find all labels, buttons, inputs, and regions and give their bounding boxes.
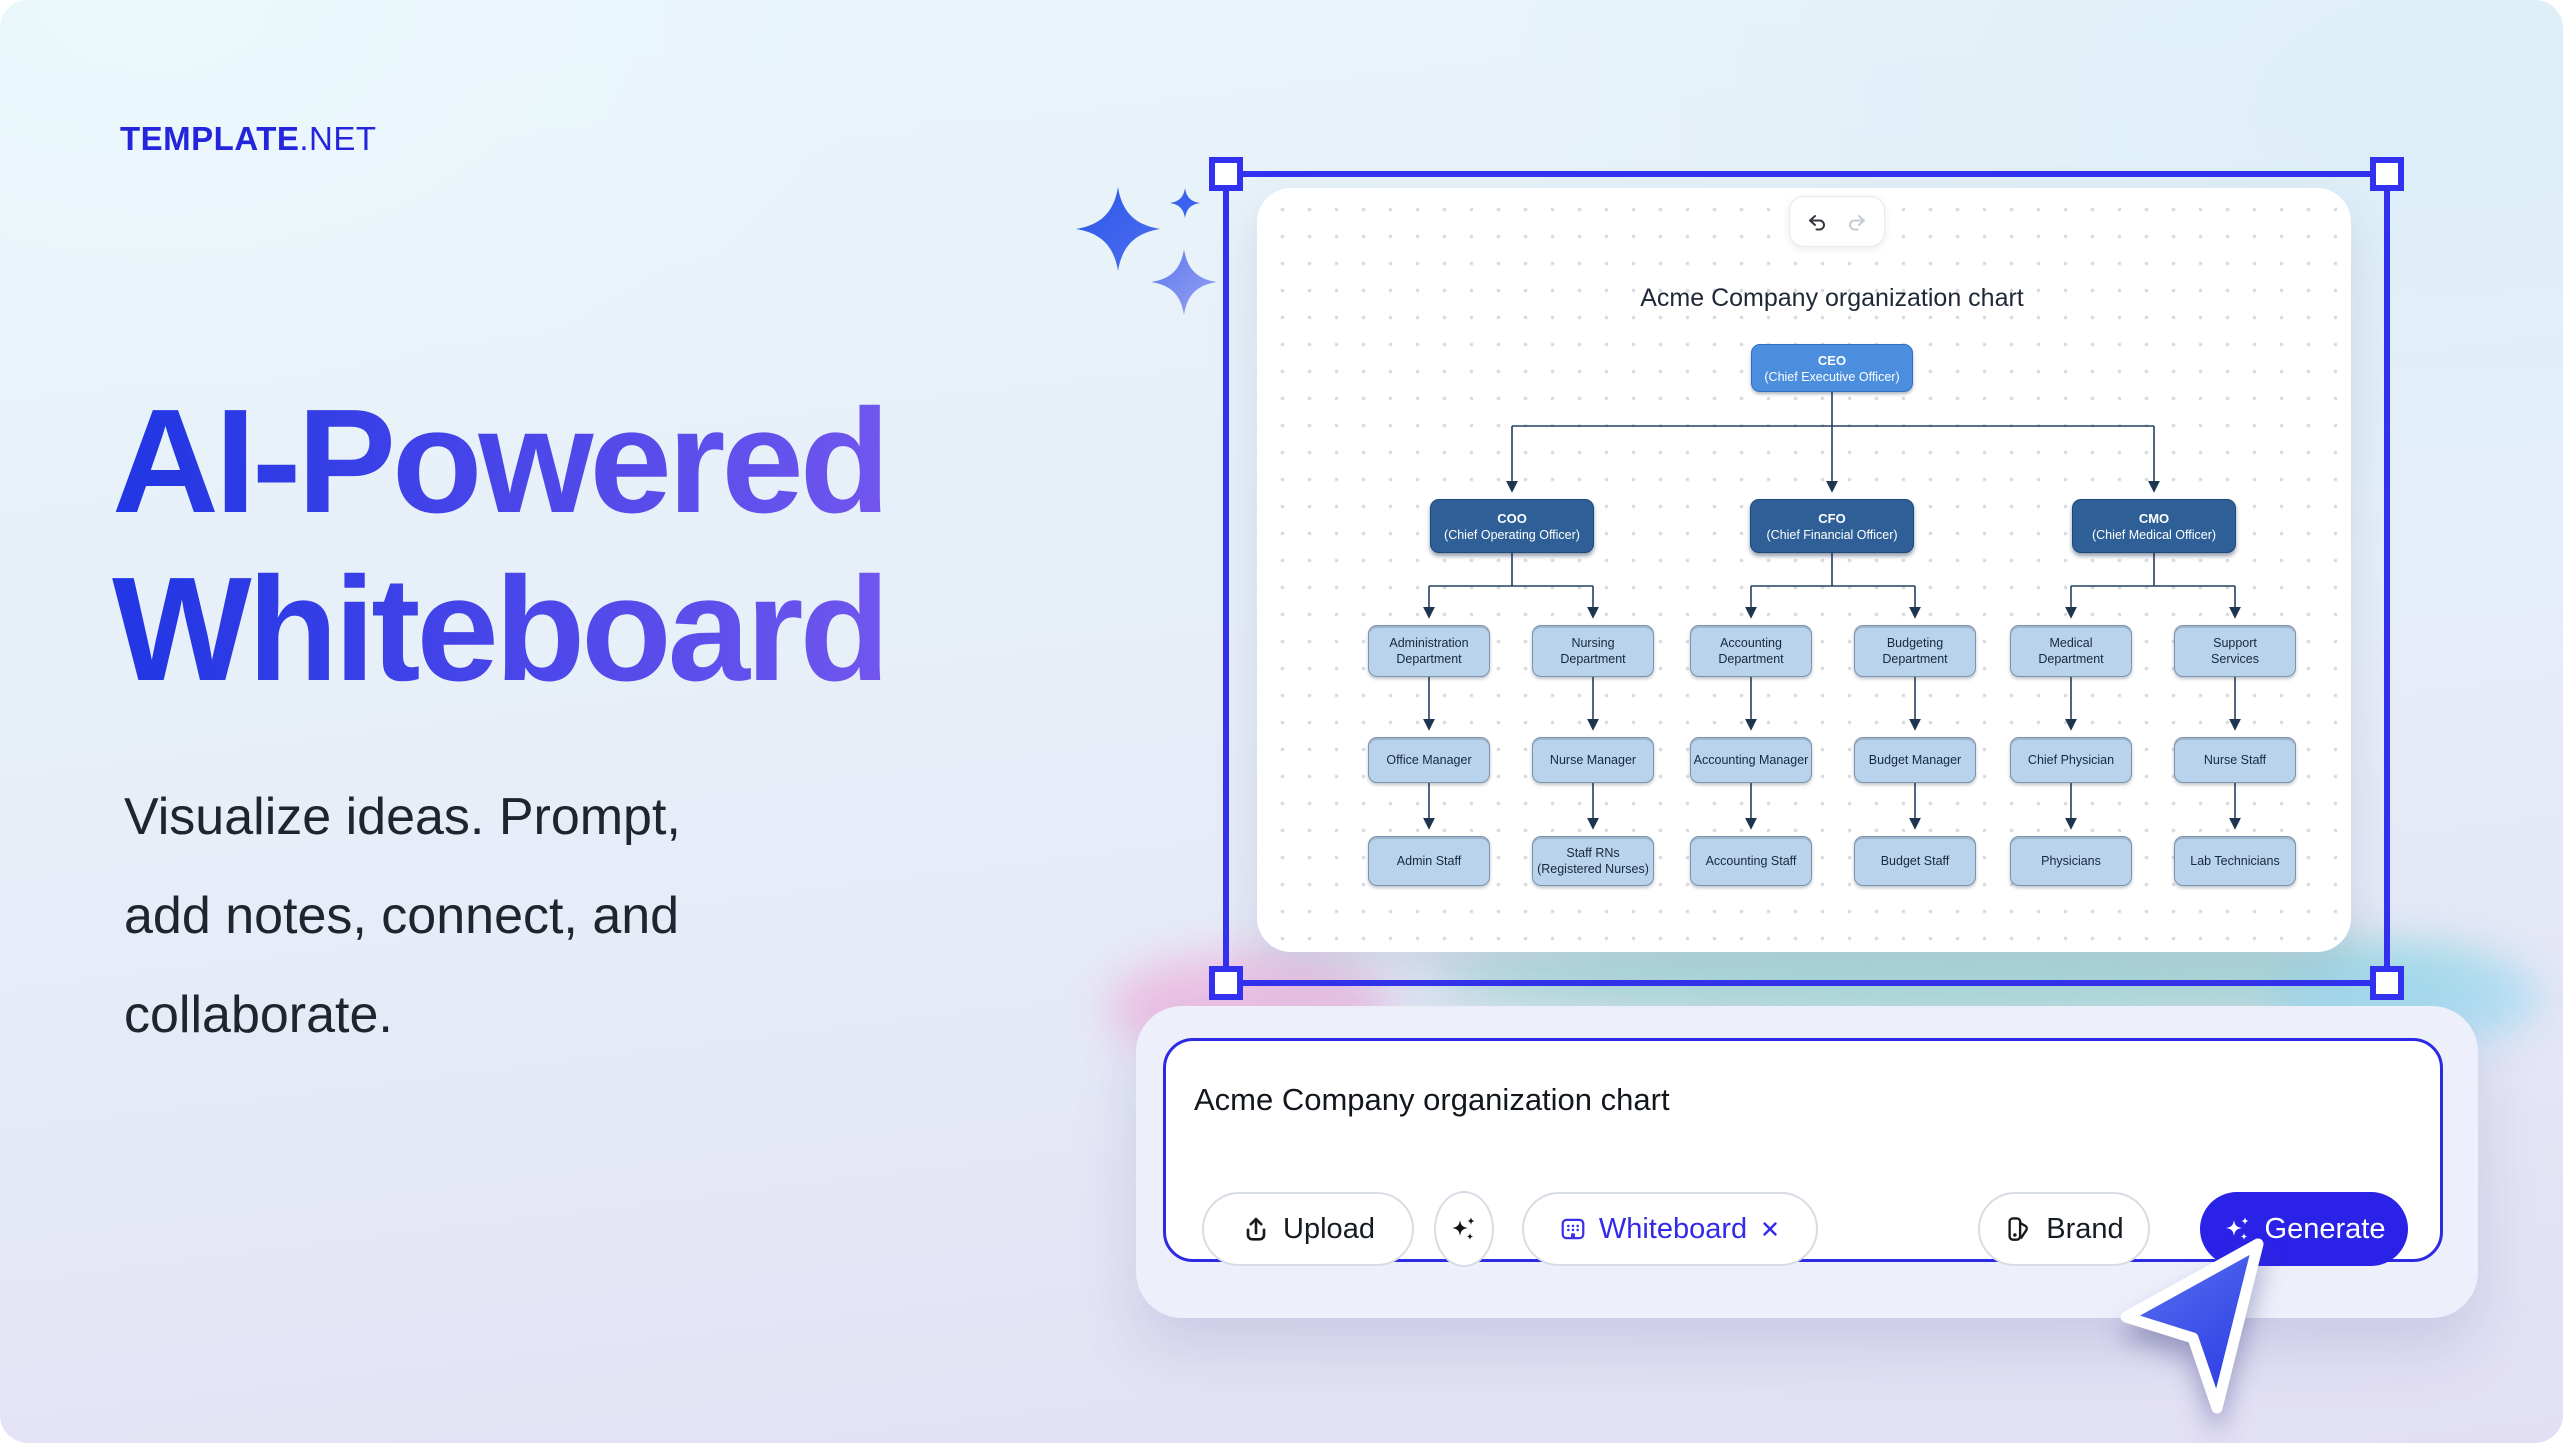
org-node-coo[interactable]: COO (Chief Operating Officer) — [1430, 499, 1594, 553]
org-node-staff[interactable]: Staff RNs(Registered Nurses) — [1532, 836, 1654, 886]
undo-redo-toolbar — [1789, 196, 1885, 247]
redo-icon[interactable] — [1845, 212, 1868, 232]
upload-button[interactable]: Upload — [1202, 1192, 1414, 1266]
logo-suffix: .NET — [299, 120, 377, 157]
brand-logo[interactable]: TEMPLATE.NET — [120, 120, 377, 158]
org-node-manager[interactable]: Chief Physician — [2010, 737, 2132, 783]
brand-label: Brand — [2046, 1212, 2124, 1245]
selection-handle-top-right[interactable] — [2370, 157, 2404, 191]
selection-frame[interactable] — [1223, 171, 2390, 986]
mouse-cursor-icon — [2085, 1226, 2295, 1440]
org-chart-title[interactable]: Acme Company organization chart — [1640, 284, 2024, 312]
org-node-ceo[interactable]: CEO (Chief Executive Officer) — [1751, 344, 1913, 392]
org-node-staff[interactable]: Admin Staff — [1368, 836, 1490, 886]
upload-icon — [1241, 1214, 1271, 1244]
selection-handle-bottom-right[interactable] — [2370, 966, 2404, 1000]
whiteboard-canvas[interactable]: Acme Company organization chart — [1257, 188, 2351, 952]
org-node-manager[interactable]: Accounting Manager — [1690, 737, 1812, 783]
org-node-manager[interactable]: Office Manager — [1368, 737, 1490, 783]
selection-handle-top-left[interactable] — [1209, 157, 1243, 191]
close-icon[interactable] — [1759, 1218, 1781, 1240]
sparkles-decoration-icon — [1072, 183, 1222, 318]
logo-bold: TEMPLATE — [120, 120, 300, 157]
org-node-staff[interactable]: Physicians — [2010, 836, 2132, 886]
org-node-manager[interactable]: Budget Manager — [1854, 737, 1976, 783]
page-title-line1: AI-Powered — [112, 379, 887, 544]
page-tagline: Visualize ideas. Prompt, add notes, conn… — [124, 788, 681, 1044]
generate-label: Generate — [2264, 1212, 2386, 1245]
sparkles-icon — [1449, 1214, 1479, 1244]
org-node-staff[interactable]: Lab Technicians — [2174, 836, 2296, 886]
generate-sparkles-icon — [2223, 1214, 2253, 1244]
page-title: AI-Powered Whiteboard — [112, 378, 886, 714]
whiteboard-icon — [1559, 1215, 1587, 1243]
page-title-line2: Whiteboard — [112, 547, 886, 712]
org-node-cmo[interactable]: CMO (Chief Medical Officer) — [2072, 499, 2236, 553]
org-chart-connectors — [1423, 392, 2241, 830]
org-node-cfo[interactable]: CFO (Chief Financial Officer) — [1750, 499, 1914, 553]
undo-icon[interactable] — [1806, 212, 1829, 232]
prompt-input[interactable]: Acme Company organization chart — [1194, 1082, 1670, 1117]
brand-button[interactable]: Brand — [1978, 1192, 2150, 1266]
whiteboard-chip-label: Whiteboard — [1598, 1212, 1748, 1245]
org-node-manager[interactable]: Nurse Manager — [1532, 737, 1654, 783]
brand-kit-icon — [2004, 1214, 2034, 1244]
org-node-staff[interactable]: Accounting Staff — [1690, 836, 1812, 886]
selection-handle-bottom-left[interactable] — [1209, 966, 1243, 1000]
upload-label: Upload — [1283, 1212, 1375, 1245]
org-node-manager[interactable]: Nurse Staff — [2174, 737, 2296, 783]
org-node-staff[interactable]: Budget Staff — [1854, 836, 1976, 886]
whiteboard-mode-chip[interactable]: Whiteboard — [1522, 1192, 1818, 1266]
ai-sparkles-button[interactable] — [1434, 1191, 1494, 1267]
